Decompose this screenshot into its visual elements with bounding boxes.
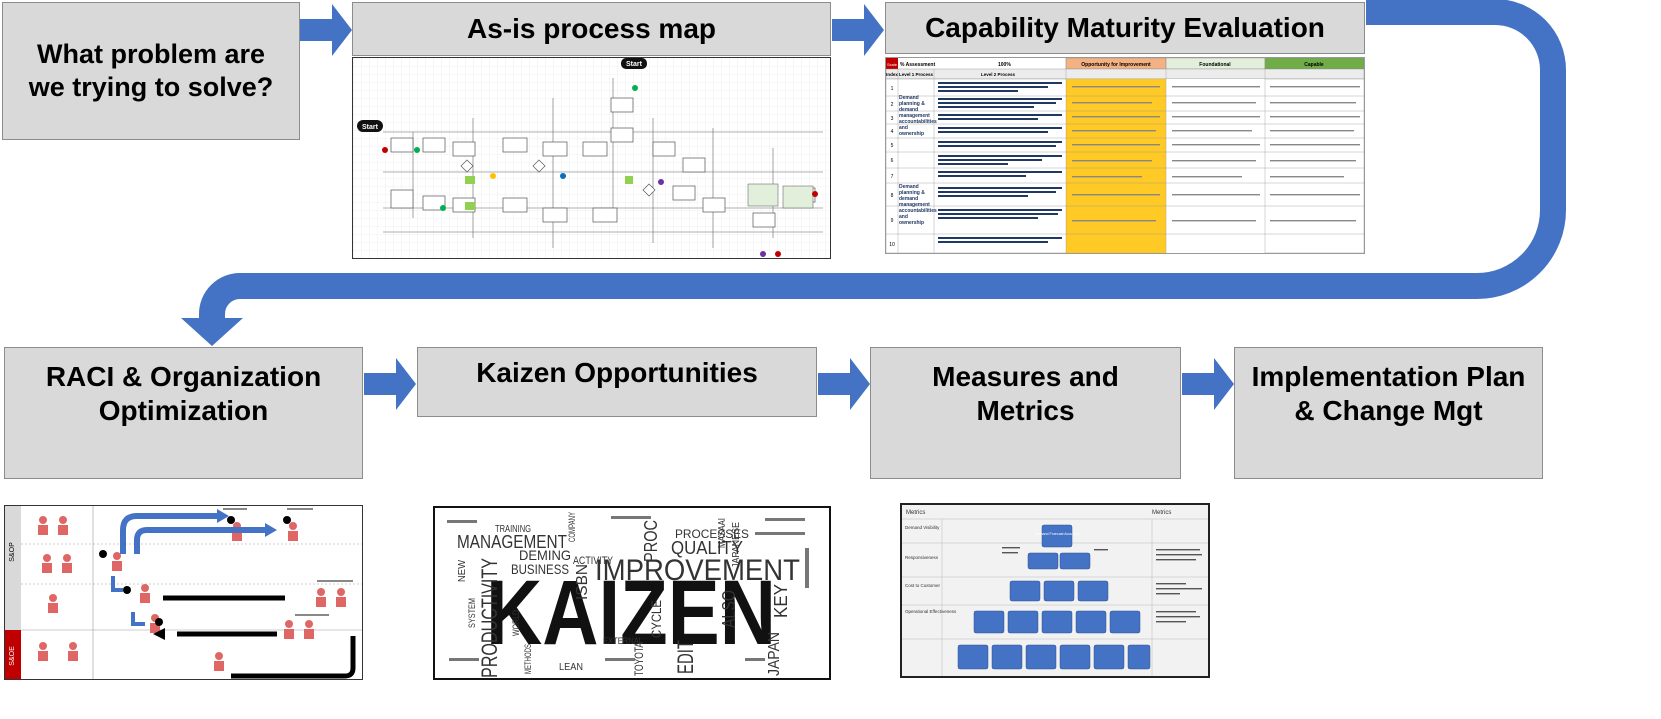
step-problem-label: What problem are we trying to solve? xyxy=(28,39,274,102)
assessment-value: 100% xyxy=(998,62,1011,68)
metrics-title-right: Metrics xyxy=(1152,510,1171,516)
level-header-opportunity: Opportunity for Improvement xyxy=(1081,62,1151,68)
metrics-category-2: Responsiveness xyxy=(905,555,939,560)
step-implementation: Implementation Plan & Change Mgt xyxy=(1234,347,1543,479)
word-system: SYSTEM xyxy=(467,598,477,628)
row-index-2: 2 xyxy=(891,102,894,108)
row-index-4: 4 xyxy=(891,129,894,135)
word-new: NEW xyxy=(457,559,468,582)
word-masaai: MASAAI xyxy=(717,518,728,548)
metrics-diagram: Metrics Metrics Demand Visibility Respon… xyxy=(902,510,1208,676)
step-problem: What problem are we trying to solve? xyxy=(2,2,300,140)
flow-arrow-4 xyxy=(818,358,870,410)
process-map-thumbnail: Start Start xyxy=(352,57,831,259)
word-toyota: TOYOTA xyxy=(632,642,646,676)
row-index-10: 10 xyxy=(889,242,895,248)
word-external: EXTERNAL xyxy=(603,636,643,646)
metrics-title-left: Metrics xyxy=(906,510,925,516)
word-business: BUSINESS xyxy=(511,561,569,577)
word-main: KAIZEN xyxy=(486,562,776,664)
word-management: MANAGEMENT xyxy=(457,532,567,552)
step-measures: Measures and Metrics xyxy=(870,347,1181,479)
step-implementation-label: Implementation Plan & Change Mgt xyxy=(1251,361,1526,427)
word-isbn: ISBN xyxy=(574,564,591,600)
word-productivity: PRODUCTIVITY xyxy=(477,558,502,678)
word-improvement: IMPROVEMENT xyxy=(595,554,800,587)
start-label-left: Start xyxy=(362,124,379,131)
table-corner: Scale xyxy=(887,62,898,67)
flow-arrow-3 xyxy=(364,358,416,410)
step-as-is-label: As-is process map xyxy=(467,12,716,44)
row-index-5: 5 xyxy=(891,143,894,149)
group-label-2: Demand planning & demand management acco… xyxy=(899,184,937,226)
word-processes: PROCESSES xyxy=(675,527,749,541)
step-kaizen: Kaizen Opportunities xyxy=(417,347,817,417)
step-as-is-process-map: As-is process map xyxy=(352,2,831,56)
row-index-9: 9 xyxy=(891,218,894,224)
word-japan: JAPAN xyxy=(766,632,783,676)
row-index-7: 7 xyxy=(891,174,894,180)
maturity-table-thumbnail: Scale % Assessment 100% Opportunity for … xyxy=(885,57,1365,254)
word-training: TRAINING xyxy=(495,524,531,535)
step-raci: RACI & Organization Optimization xyxy=(4,347,363,479)
col-header-level2: Level 2 Process xyxy=(981,72,1016,77)
word-japanese: JAPANESE xyxy=(731,522,742,568)
step-capability-label: Capability Maturity Evaluation xyxy=(925,11,1325,43)
flow-arrow-1 xyxy=(300,4,352,56)
raci-row-soe: S&OE xyxy=(9,646,16,666)
metrics-category-1: Demand Visibility xyxy=(905,525,940,530)
word-lean: LEAN xyxy=(559,662,583,673)
start-node-left xyxy=(357,120,383,132)
metrics-category-3: Cost to Customer xyxy=(905,583,941,588)
level-header-capable: Capable xyxy=(1304,62,1324,68)
word-world: WORLD xyxy=(511,610,521,636)
start-node-top xyxy=(621,58,647,69)
assessment-label: % Assessment xyxy=(900,62,935,68)
step-measures-label: Measures and Metrics xyxy=(932,361,1119,427)
word-activity: ACTIVITY xyxy=(573,555,614,567)
word-cycle: CYCLE xyxy=(648,600,664,638)
word-proc: PROC xyxy=(641,520,661,562)
word-edit: EDIT xyxy=(673,640,698,674)
raci-diagram: S&OP S&OE xyxy=(5,506,362,679)
level-header-foundational: Foundational xyxy=(1199,62,1231,68)
col-header-index: Index xyxy=(886,72,898,77)
word-key: KEY xyxy=(771,584,791,618)
row-index-8: 8 xyxy=(891,193,894,199)
raci-row-sop: S&OP xyxy=(9,542,16,562)
col-header-level1: Level 1 Process xyxy=(899,72,934,77)
maturity-rows xyxy=(886,78,1364,253)
metrics-top-box: Demand Forecast Accuracy xyxy=(1035,532,1079,536)
row-index-1: 1 xyxy=(891,86,894,92)
step-capability-maturity: Capability Maturity Evaluation xyxy=(885,2,1365,54)
flow-arrow-5 xyxy=(1182,358,1234,410)
row-index-6: 6 xyxy=(891,158,894,164)
raci-thumbnail: S&OP S&OE xyxy=(4,505,363,680)
flow-arrow-2 xyxy=(832,4,884,56)
word-also: ALSO xyxy=(719,590,739,628)
word-company: COMPANY xyxy=(567,512,577,542)
start-label-top: Start xyxy=(626,61,643,68)
word-quality: QUALITY xyxy=(671,538,743,558)
kaizen-wordcloud-thumbnail: KAIZEN IMPROVEMENT MANAGEMENT PRODUCTIVI… xyxy=(433,506,831,680)
word-deming: DEMING xyxy=(519,547,571,563)
kaizen-wordcloud: KAIZEN IMPROVEMENT MANAGEMENT PRODUCTIVI… xyxy=(447,512,809,678)
word-methods: METHODS xyxy=(523,644,533,674)
group-label-1: Demand planning & demand management acco… xyxy=(899,95,937,137)
row-index-3: 3 xyxy=(891,116,894,122)
step-raci-label: RACI & Organization Optimization xyxy=(45,361,322,427)
process-map-diagram: Start Start xyxy=(353,58,830,258)
metrics-thumbnail: Metrics Metrics Demand Visibility Respon… xyxy=(900,503,1210,678)
maturity-table: Scale % Assessment 100% Opportunity for … xyxy=(886,58,1364,253)
step-kaizen-label: Kaizen Opportunities xyxy=(476,357,758,388)
metrics-category-4: Operational Effectiveness xyxy=(905,609,957,614)
